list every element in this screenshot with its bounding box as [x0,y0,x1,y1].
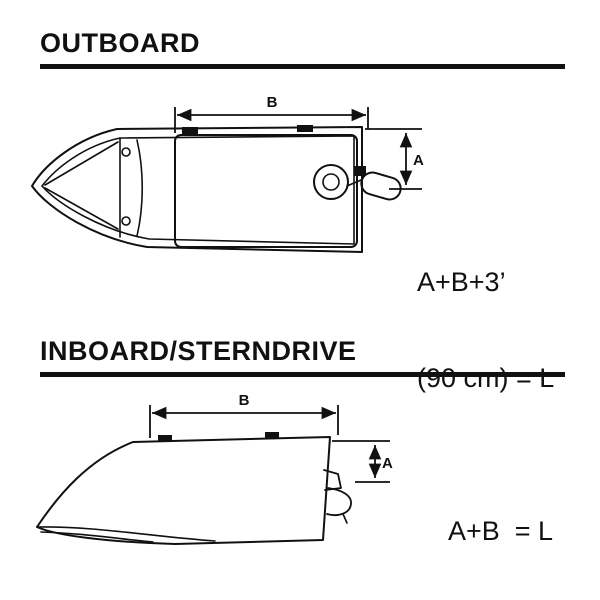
outboard-title-rule [40,64,565,69]
deck-fitting [121,147,131,157]
gunwale-line [41,135,355,245]
dimension-a-leaders [365,128,422,190]
outboard-section-title: OUTBOARD [40,28,200,58]
windshield-line [136,139,144,237]
inboard-formula: A+B = L [448,516,554,546]
inboard-title-rule [40,372,565,377]
cockpit-outline [174,134,358,248]
engine-cowl-inner-circle [322,173,340,191]
engine-cowl-circle [313,164,349,200]
deck-fitting [121,216,131,226]
chine-line [36,526,216,542]
dimension-a-leaders [332,440,390,483]
hull-profile-outline [36,436,331,545]
motor-mount [354,166,366,176]
dimension-b-label: B [239,392,250,409]
sterndrive-skeg [342,513,348,524]
deck-cleat [297,125,313,132]
outboard-formula-line1: A+B+3’ [417,267,506,297]
bow-v-lines [44,141,119,230]
outboard-formula-line2: (90 cm) = L [417,363,555,393]
deck-cleat [265,432,279,438]
dimension-a-inboard [332,440,390,483]
outboard-formula: A+B+3’ (90 cm) = L [417,202,554,426]
deck-hardware [182,125,366,176]
deck-cleat [182,127,198,134]
steering-link-line [346,179,362,187]
hull-side-view [36,436,352,545]
dimension-b-inboard [149,405,339,438]
dimension-a-label: A [382,455,393,472]
inboard-boat-diagram: B A [36,392,393,545]
sterndrive-leg [326,487,352,517]
chine-line-lower [40,531,154,543]
dimension-a-label: A [413,152,424,169]
dimension-b [174,107,369,133]
inboard-section-title: INBOARD/STERNDRIVE [40,336,357,366]
dimension-a [365,128,422,190]
dimension-b-label: B [267,94,278,111]
dimension-b-ticks [149,405,339,438]
outboard-boat-diagram: B A [31,94,424,253]
hull-outline [31,126,363,253]
deck-hardware-side [158,432,279,441]
hull-top-view [31,126,402,253]
deck-cleat [158,435,172,441]
outboard-motor [360,171,402,201]
dimension-b-ticks [174,107,369,133]
